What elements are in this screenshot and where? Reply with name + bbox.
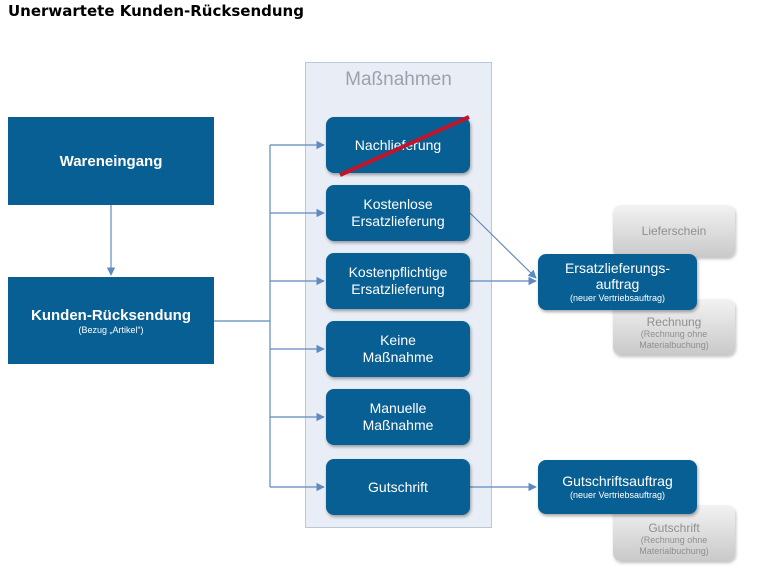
result-ersatzlieferungsauftrag: Ersatzlieferungs- auftrag (neuer Vertrie… — [538, 254, 697, 310]
measures-panel-title: Maßnahmen — [345, 69, 452, 90]
measure-keine-line2: Maßnahme — [362, 349, 434, 365]
measure-nachlieferung: Nachlieferung — [326, 117, 470, 173]
doc-gutschrift-line3: Materialbuchung) — [639, 546, 709, 556]
ruecksendung-box: Kunden-Rücksendung (Bezug „Artikel“) — [8, 277, 214, 364]
measure-kostenpflichtige: Kostenpflichtige Ersatzlieferung — [326, 253, 470, 309]
measure-kostenpflichtige-line1: Kostenpflichtige — [348, 264, 448, 280]
wareneingang-box: Wareneingang — [8, 117, 214, 205]
ruecksendung-sub: (Bezug „Artikel“) — [78, 324, 144, 335]
measure-kostenlose: Kostenlose Ersatzlieferung — [326, 185, 470, 241]
doc-gutschrift-line2: (Rechnung ohne — [640, 535, 708, 545]
doc-gutschrift-line1: Gutschrift — [648, 521, 700, 535]
result-ersatz-line1: Ersatzlieferungs- — [564, 260, 671, 276]
measure-kostenpflichtige-line2: Ersatzlieferung — [351, 281, 445, 297]
result-gutschrift-sub: (neuer Vertriebsauftrag) — [569, 490, 666, 500]
result-ersatz-line2: auftrag — [595, 276, 640, 292]
result-gutschrift-line1: Gutschriftsauftrag — [562, 473, 673, 489]
measure-nachlieferung-label: Nachlieferung — [354, 136, 442, 153]
doc-rechnung-line3: Materialbuchung) — [639, 340, 709, 350]
measure-manuelle-line2: Maßnahme — [362, 417, 434, 433]
measure-manuelle: Manuelle Maßnahme — [326, 389, 470, 445]
doc-lieferschein-label: Lieferschein — [641, 224, 707, 238]
doc-rechnung-line1: Rechnung — [646, 315, 702, 329]
measure-gutschrift-label: Gutschrift — [368, 478, 428, 495]
measure-kostenlose-line1: Kostenlose — [363, 196, 433, 212]
page-title: Unerwartete Kunden-Rücksendung — [8, 2, 304, 20]
result-ersatz-sub: (neuer Vertriebsauftrag) — [569, 293, 666, 303]
measure-gutschrift: Gutschrift — [326, 459, 470, 515]
doc-rechnung-line2: (Rechnung ohne — [640, 329, 708, 339]
measure-keine: Keine Maßnahme — [326, 321, 470, 377]
wareneingang-label: Wareneingang — [59, 152, 163, 170]
doc-gutschrift: Gutschrift (Rechnung ohne Materialbuchun… — [613, 505, 735, 561]
result-gutschriftsauftrag: Gutschriftsauftrag (neuer Vertriebsauftr… — [538, 460, 697, 514]
measure-keine-line1: Keine — [380, 332, 416, 348]
doc-lieferschein: Lieferschein — [613, 205, 735, 257]
ruecksendung-label: Kunden-Rücksendung — [31, 306, 191, 324]
measure-manuelle-line1: Manuelle — [369, 400, 427, 416]
measure-kostenlose-line2: Ersatzlieferung — [351, 213, 445, 229]
